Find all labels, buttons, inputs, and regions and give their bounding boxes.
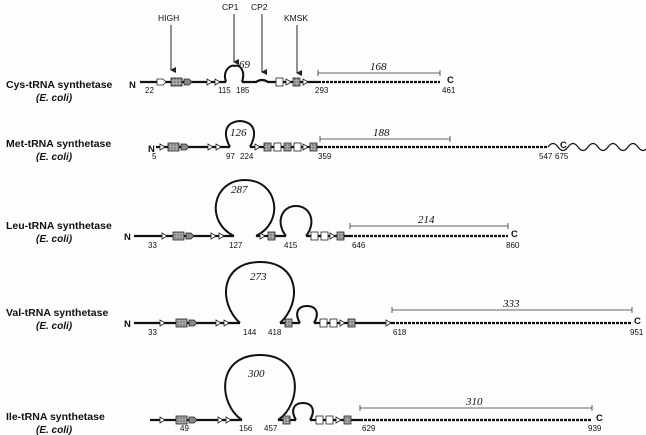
row-met-pos-359: 359 xyxy=(318,152,332,161)
row-val-organism: (E. coli) xyxy=(36,321,73,332)
row-leu-span-label: 214 xyxy=(418,214,435,226)
row-val-span-label: 333 xyxy=(502,298,520,310)
row-ile-span-label: 310 xyxy=(465,396,483,408)
row-ile-pos-49: 49 xyxy=(180,424,189,433)
row-val-c: C xyxy=(634,316,641,327)
row-ile-insert-size: 300 xyxy=(247,368,265,380)
row-cys-pos-115: 115 xyxy=(218,86,231,95)
row-val-pos-144: 144 xyxy=(243,328,257,337)
row-cys-pos-185: 185 xyxy=(236,86,250,95)
row-ile-organism: (E. coli) xyxy=(36,425,73,435)
row-ile-name: Ile-tRNA synthetase xyxy=(6,411,105,423)
marker-cp2-label: CP2 xyxy=(251,2,268,12)
row-cys-span-bracket: 168 xyxy=(317,61,441,76)
row-val-domains xyxy=(159,318,392,328)
row-cys-span-label: 168 xyxy=(370,61,387,73)
row-met-pos-675: 675 xyxy=(555,152,569,161)
row-leu-organism: (E. coli) xyxy=(36,234,73,245)
row-met-insert-size: 126 xyxy=(230,127,247,139)
row-val-span-bracket: 333 xyxy=(391,298,633,313)
row-ile-span-bracket: 310 xyxy=(359,396,593,411)
row-leu-domains xyxy=(161,231,345,241)
row-val-insert-size: 273 xyxy=(250,271,267,283)
row-met-span-label: 188 xyxy=(373,127,390,139)
row-leu-name: Leu-tRNA synthetase xyxy=(6,220,112,232)
row-met-organism: (E. coli) xyxy=(36,152,73,163)
row-met-pos-97: 97 xyxy=(226,152,235,161)
row-ile-pos-629: 629 xyxy=(362,424,376,433)
row-leu-pos-33: 33 xyxy=(148,241,157,250)
marker-kmsk: KMSK xyxy=(284,13,308,76)
row-met-pos-224: 224 xyxy=(240,152,254,161)
row-val: Val-tRNA synthetase (E. coli) N 273 33 1… xyxy=(6,260,644,337)
row-ile-pos-939: 939 xyxy=(588,424,602,433)
row-val-name: Val-tRNA synthetase xyxy=(6,307,108,319)
row-cys-domains xyxy=(156,77,309,87)
row-cys-pos-461: 461 xyxy=(442,86,456,95)
row-leu: Leu-tRNA synthetase (E. coli) N 287 33 1… xyxy=(6,178,520,250)
row-cys-n: N xyxy=(129,80,136,91)
row-leu-c: C xyxy=(511,229,518,240)
row-val-n: N xyxy=(124,319,131,330)
row-val-pos-951: 951 xyxy=(630,328,644,337)
marker-high: HIGH xyxy=(158,13,179,73)
row-met-span-bracket: 188 xyxy=(319,127,451,142)
row-cys-c: C xyxy=(447,75,454,86)
row-ile-pos-156: 156 xyxy=(239,424,253,433)
row-met-pos-547: 547 xyxy=(539,152,553,161)
row-leu-insert-size: 287 xyxy=(231,184,248,196)
row-val-pos-618: 618 xyxy=(393,328,407,337)
row-val-pos-33: 33 xyxy=(148,328,157,337)
row-cys: Cys-tRNA synthetase (E. coli) N 69 22 11… xyxy=(6,59,456,104)
marker-cp1: CP1 xyxy=(222,2,239,65)
row-cys-pos-22: 22 xyxy=(145,86,154,95)
row-met: Met-tRNA synthetase (E. coli) N 126 5 97… xyxy=(6,119,646,163)
row-ile: Ile-tRNA synthetase (E. coli) 300 49 156… xyxy=(6,353,603,435)
row-met-n: N xyxy=(148,144,155,155)
row-val-pos-418: 418 xyxy=(268,328,282,337)
row-cys-insert-size: 69 xyxy=(239,59,251,71)
row-met-pos-5: 5 xyxy=(152,152,157,161)
row-ile-c: C xyxy=(596,413,603,424)
marker-kmsk-label: KMSK xyxy=(284,13,308,23)
row-ile-domains xyxy=(159,415,352,425)
row-met-name: Met-tRNA synthetase xyxy=(6,138,111,150)
row-ile-pos-457: 457 xyxy=(264,424,278,433)
row-met-domains xyxy=(159,142,318,152)
row-leu-pos-646: 646 xyxy=(352,241,366,250)
row-met-c: C xyxy=(560,140,567,151)
row-leu-n: N xyxy=(124,232,131,243)
row-leu-pos-860: 860 xyxy=(506,241,520,250)
row-cys-pos-293: 293 xyxy=(315,86,329,95)
marker-cp1-label: CP1 xyxy=(222,2,239,12)
row-cys-organism: (E. coli) xyxy=(36,93,73,104)
row-leu-span-bracket: 214 xyxy=(349,214,509,229)
row-leu-pos-415: 415 xyxy=(284,241,298,250)
marker-cp2: CP2 xyxy=(251,2,268,75)
row-cys-name: Cys-tRNA synthetase xyxy=(6,79,113,91)
marker-high-label: HIGH xyxy=(158,13,179,23)
row-leu-pos-127: 127 xyxy=(229,241,243,250)
